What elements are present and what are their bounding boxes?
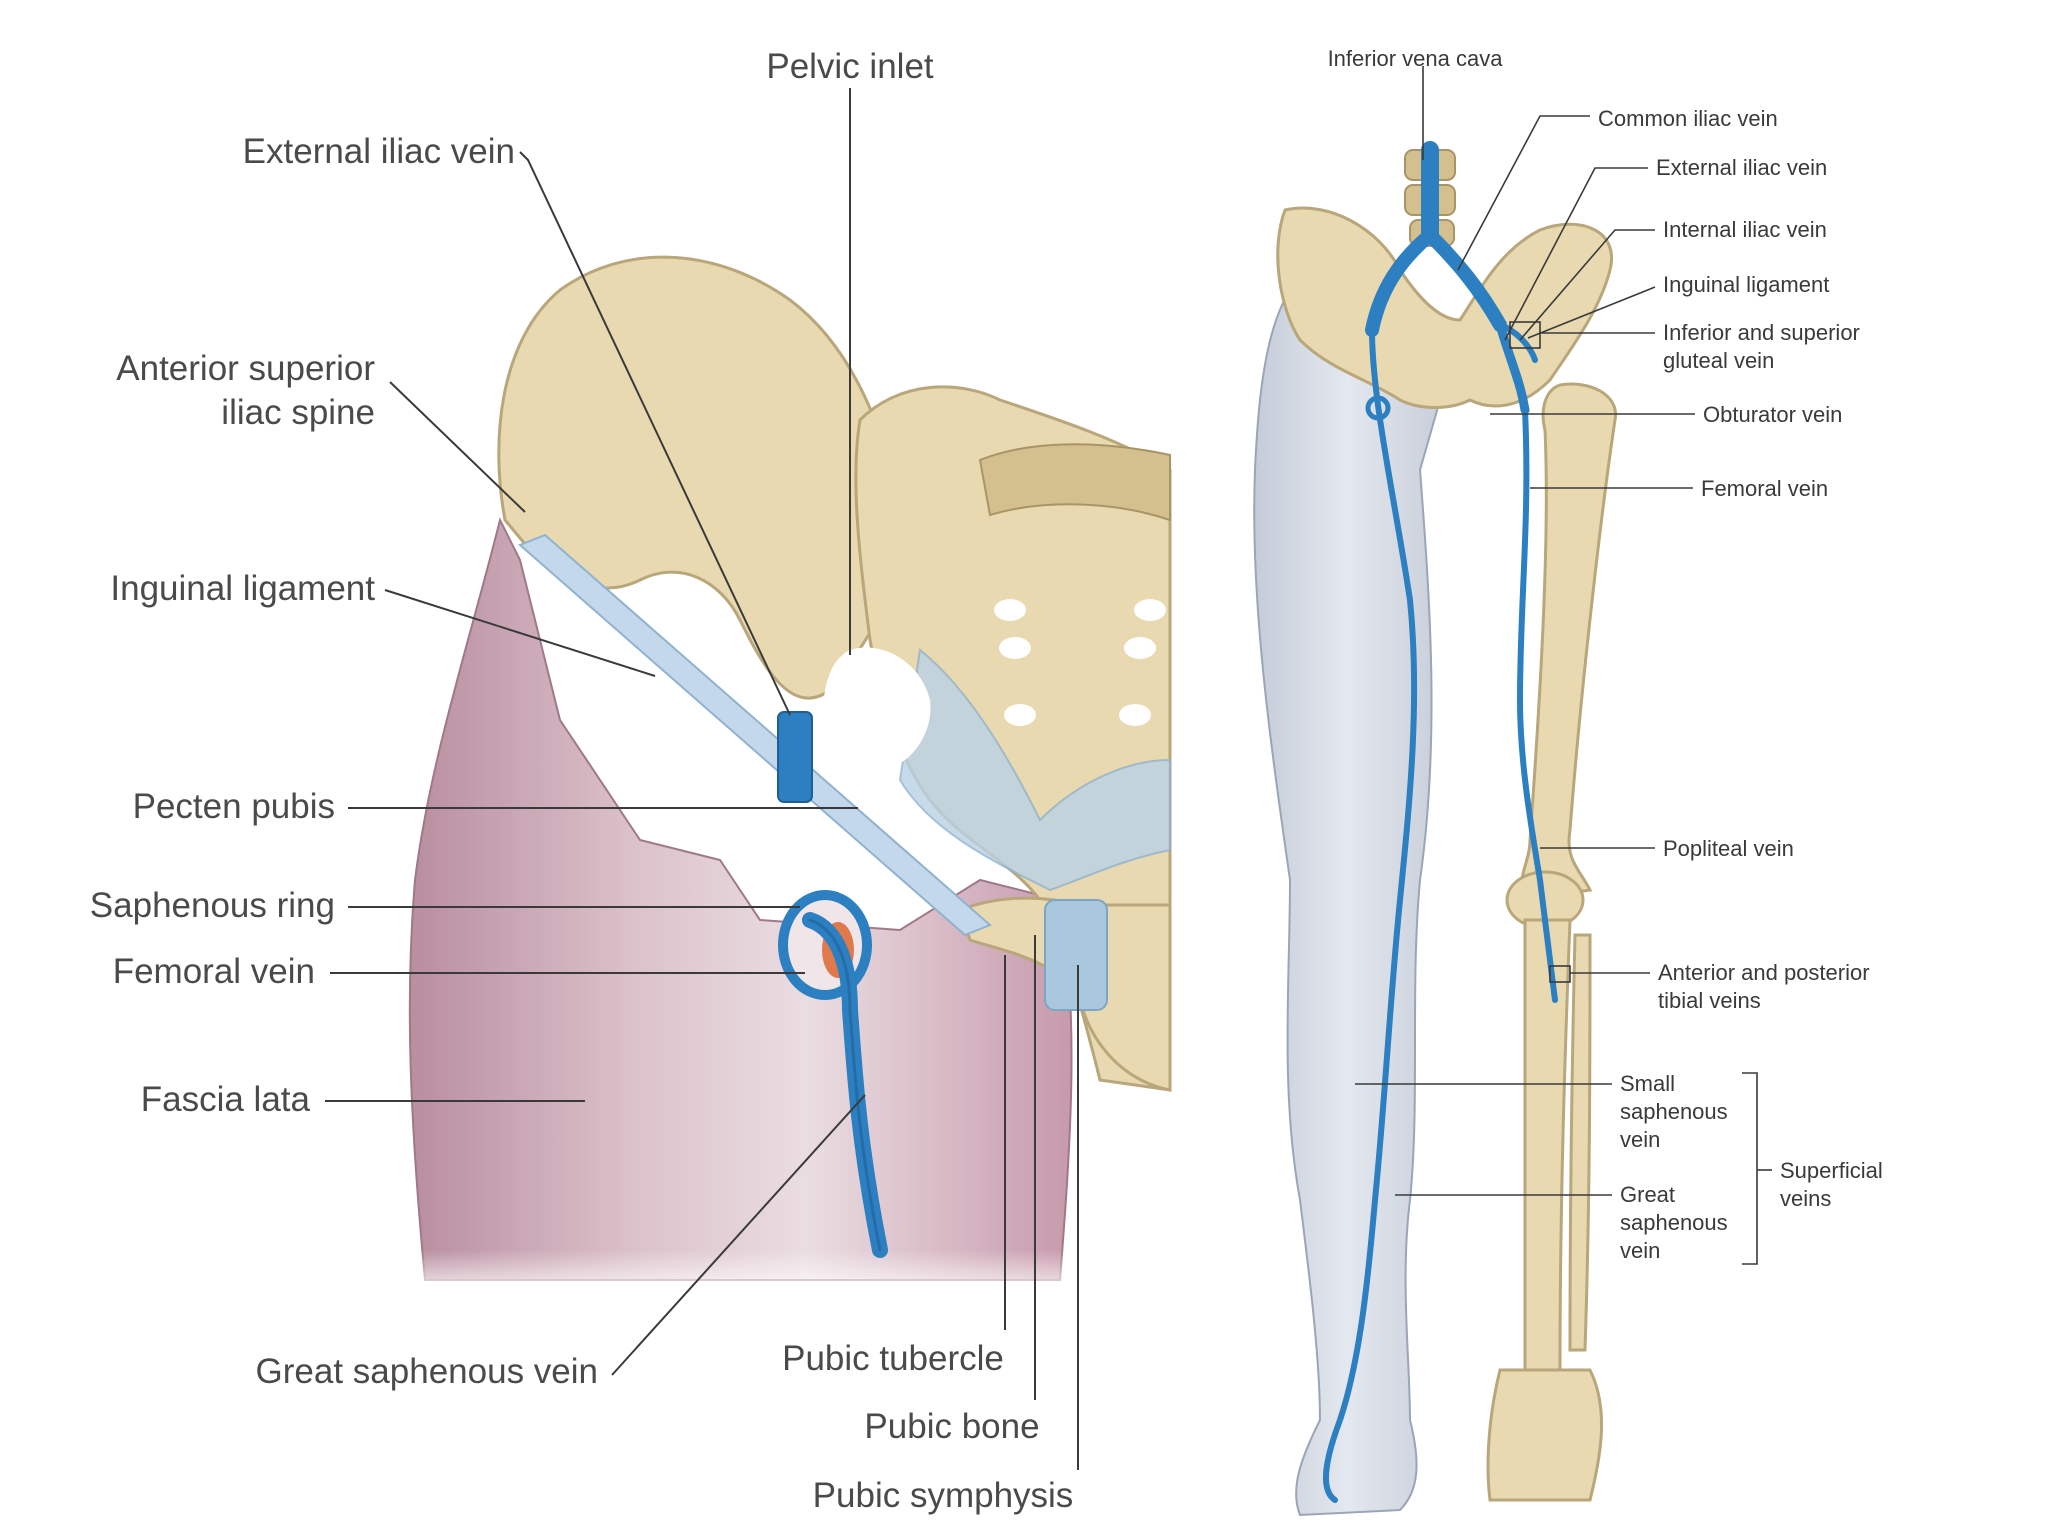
label-great-line2: saphenous — [1620, 1210, 1728, 1235]
sacral-foramen — [1134, 599, 1166, 621]
label-inguinal-ligament: Inguinal ligament — [110, 569, 375, 608]
label-ivc: Inferior vena cava — [1328, 46, 1504, 71]
label-tibial-line1: Anterior and posterior — [1658, 960, 1870, 985]
label-asis-line1: Anterior superior — [116, 349, 375, 388]
iliac-wing — [497, 255, 906, 700]
right-illustration — [1253, 141, 1617, 1517]
sacral-foramen — [994, 599, 1026, 621]
sacral-foramen — [1119, 704, 1151, 726]
label-gluteal-line1: Inferior and superior — [1663, 320, 1860, 345]
label-inguinal-ligament-right: Inguinal ligament — [1663, 272, 1829, 297]
pubic-bone — [958, 896, 1172, 1092]
sacral-foramen — [1124, 637, 1156, 659]
label-small-line1: Small — [1620, 1071, 1675, 1096]
label-external-iliac-right: External iliac vein — [1656, 155, 1827, 180]
foot-bones — [1486, 1368, 1604, 1502]
label-internal-iliac: Internal iliac vein — [1663, 217, 1827, 242]
gluteal-bracket — [1509, 321, 1541, 349]
left-labels: Pelvic inlet External iliac vein Anterio… — [90, 47, 1079, 1515]
label-popliteal: Popliteal vein — [1663, 836, 1794, 861]
tibia — [1523, 918, 1572, 1372]
sacrum-top — [978, 443, 1171, 522]
label-superficial-line1: Superficial — [1780, 1158, 1883, 1183]
pelvic-ligaments — [898, 648, 1171, 892]
leader-inguinal-ligament-right — [1527, 286, 1656, 339]
common-iliac-left — [1365, 228, 1437, 337]
common-iliac-right — [1423, 228, 1507, 332]
label-fascia-lata: Fascia lata — [141, 1080, 311, 1119]
leg-skin-outline — [1253, 288, 1442, 1517]
fibula — [1568, 933, 1592, 1352]
leader-common-iliac — [1457, 115, 1590, 271]
label-pubic-symphysis: Pubic symphysis — [813, 1476, 1074, 1515]
right-labels: Inferior vena cava Common iliac vein Ext… — [1328, 46, 1883, 1265]
label-tibial-line2: tibial veins — [1658, 988, 1761, 1013]
great-saphenous-vein-right — [1322, 327, 1418, 1503]
label-asis-line2: iliac spine — [221, 393, 375, 432]
label-femoral-right: Femoral vein — [1701, 476, 1828, 501]
femur — [1518, 382, 1617, 902]
leader-inguinal-ligament — [384, 589, 656, 677]
label-superficial-line2: veins — [1780, 1186, 1831, 1211]
label-pubic-tubercle: Pubic tubercle — [782, 1339, 1004, 1378]
label-pelvic-inlet: Pelvic inlet — [766, 47, 934, 86]
leader-asis — [389, 381, 526, 513]
inguinal-ligament-band — [518, 533, 992, 937]
external-iliac-vein-segment — [777, 711, 813, 803]
pelvic-inlet-opening — [823, 647, 931, 772]
saphenous-ring-right — [1365, 395, 1391, 421]
label-small-line2: saphenous — [1620, 1099, 1728, 1124]
right-pelvis — [1276, 206, 1613, 409]
tibial-bracket — [1549, 965, 1571, 983]
external-iliac-right — [1495, 320, 1530, 415]
pubic-symphysis-disc — [1044, 899, 1108, 1011]
label-external-iliac-vein: External iliac vein — [243, 132, 515, 171]
label-great-line1: Great — [1620, 1182, 1675, 1207]
label-great-line3: vein — [1620, 1238, 1660, 1263]
label-pubic-bone: Pubic bone — [864, 1407, 1039, 1446]
label-common-iliac: Common iliac vein — [1598, 106, 1778, 131]
superficial-veins-bracket — [1742, 1072, 1758, 1265]
label-small-line3: vein — [1620, 1127, 1660, 1152]
sacral-foramen — [999, 637, 1031, 659]
leader-internal-iliac — [1519, 229, 1655, 341]
label-femoral-vein: Femoral vein — [113, 952, 315, 991]
leader-external-iliac-vein — [519, 151, 791, 716]
leader-great-saphenous-vein — [611, 1094, 866, 1376]
label-obturator: Obturator vein — [1703, 402, 1842, 427]
label-pecten-pubis: Pecten pubis — [133, 787, 335, 826]
leader-external-iliac-right — [1504, 167, 1648, 341]
label-gluteal-line2: gluteal vein — [1663, 348, 1774, 373]
sacral-foramen — [1004, 704, 1036, 726]
left-illustration — [400, 255, 1172, 1300]
label-saphenous-ring: Saphenous ring — [90, 886, 335, 925]
label-great-saphenous-vein: Great saphenous vein — [256, 1352, 598, 1391]
femoral-vein-right — [1517, 407, 1558, 1003]
